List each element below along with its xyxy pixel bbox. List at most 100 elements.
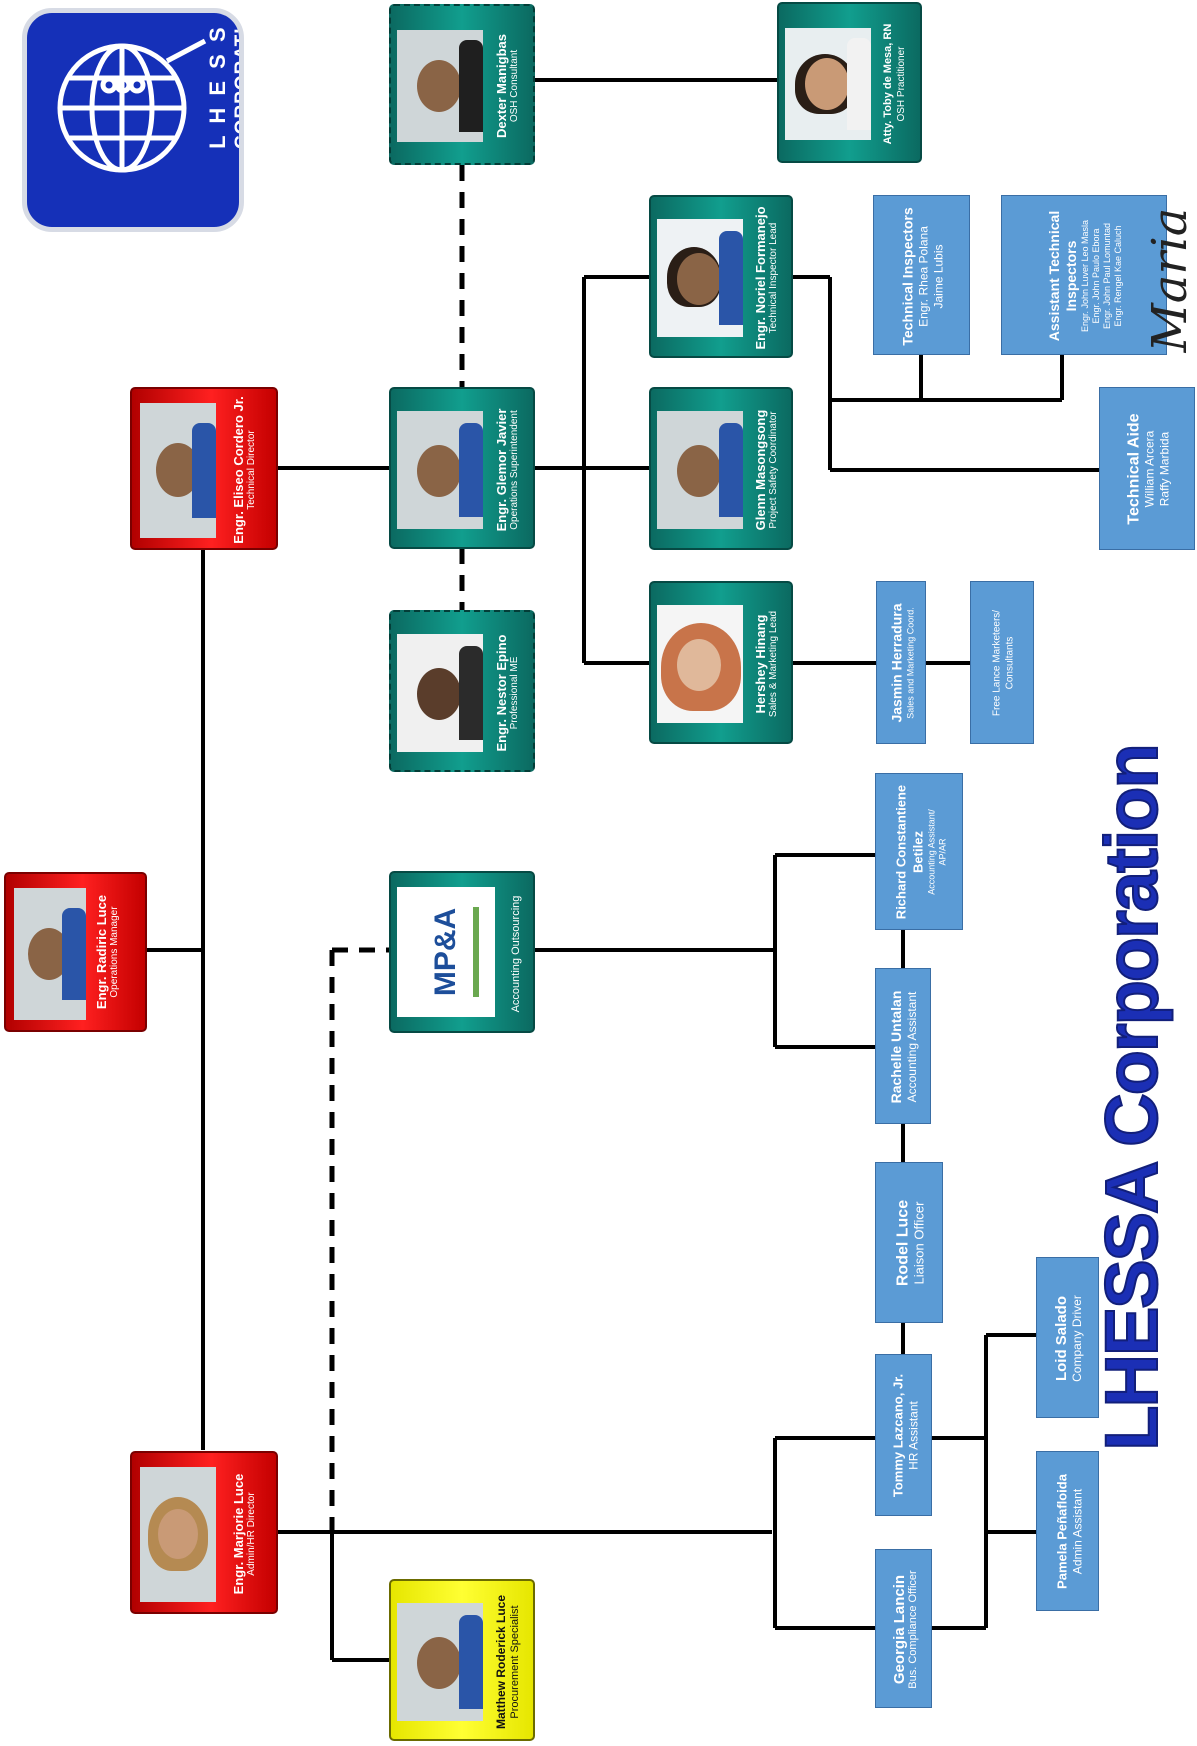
box-pamela-penafloida: Pamela Peñafloida Admin Assistant bbox=[1036, 1451, 1099, 1611]
card-professional-me: Engr. Nestor Epino Professional ME bbox=[389, 610, 535, 772]
photo bbox=[397, 1603, 483, 1721]
photo bbox=[657, 219, 743, 337]
person-name: Tommy Lazcano, Jr. bbox=[890, 1373, 905, 1498]
group-member: Engr. John Paul Lomuntad bbox=[1102, 222, 1112, 330]
card-operations-manager: Engr. Radiric Luce Operations Manager bbox=[4, 872, 147, 1032]
group-member: Engr. Rhea Polana bbox=[916, 226, 931, 327]
card-project-safety-coordinator: Glenn Masongsong Project Safety Coordina… bbox=[649, 387, 793, 550]
box-loid-salado: Loid Salado Company Driver bbox=[1036, 1257, 1099, 1418]
card-admin-hr-director: Engr. Marjorie Luce Admin/HR Director bbox=[130, 1451, 278, 1614]
card-sales-marketing-lead: Hershey Hinang Sales & Marketing Lead bbox=[649, 581, 793, 744]
box-technical-aide: Technical Aide William Arcera Raffy Marb… bbox=[1099, 387, 1195, 550]
box-technical-inspectors: Technical Inspectors Engr. Rhea Polana J… bbox=[873, 195, 970, 355]
person-role: OSH Consultant bbox=[508, 49, 520, 123]
person-role: OSH Practitioner bbox=[895, 46, 907, 122]
person-name: Georgia Lancin bbox=[890, 1574, 908, 1685]
signature: Maria bbox=[1142, 207, 1197, 353]
person-role: Accounting Outsourcing bbox=[510, 895, 522, 1013]
group-title: Free Lance Marketeers/ Consultants bbox=[991, 609, 1016, 717]
card-operations-superintendent: Engr. Glemor Javier Operations Superinte… bbox=[389, 387, 535, 549]
logo-letter: S bbox=[205, 51, 230, 69]
globe-icon bbox=[57, 38, 207, 173]
logo-letter: H bbox=[205, 104, 230, 124]
card-technical-inspector-lead: Engr. Noriel Formanejo Technical Inspect… bbox=[649, 195, 793, 358]
person-name: Rodel Luce bbox=[894, 1199, 912, 1287]
person-role: Admin Assistant bbox=[1070, 1488, 1084, 1575]
group-title: Assistant Technical Inspectors bbox=[1046, 210, 1079, 342]
box-richard-betilez: Richard Constantiene Betilez Accounting … bbox=[875, 773, 963, 930]
group-member: Engr. Rengel Kae Caluch bbox=[1113, 225, 1123, 327]
logo-letter: L bbox=[205, 132, 230, 149]
card-procurement-specialist: Matthew Roderick Luce Procurement Specia… bbox=[389, 1579, 535, 1741]
photo bbox=[397, 30, 483, 142]
photo bbox=[140, 403, 216, 538]
logo-letter: S bbox=[205, 24, 230, 43]
group-member: Engr. John Luver Leo Masla bbox=[1080, 219, 1090, 333]
group-member: William Arcera bbox=[1142, 430, 1156, 508]
person-name: Pamela Peñafloida bbox=[1054, 1474, 1069, 1589]
person-name: Rachelle Untalan bbox=[888, 990, 904, 1104]
person-role: Accounting Assistant/ AP/AR bbox=[926, 809, 948, 895]
group-member: Raffy Marbida bbox=[1157, 431, 1171, 507]
group-title: Technical Inspectors bbox=[899, 207, 916, 346]
person-role: Admin/HR Director bbox=[245, 1492, 257, 1576]
card-osh-practitioner: Atty. Toby de Mesa, RN OSH Practitioner bbox=[777, 2, 922, 163]
person-role: HR Assistant bbox=[906, 1401, 920, 1470]
company-title: LHESSA Corporation bbox=[1089, 744, 1174, 1451]
accounting-logo: MP&A bbox=[397, 887, 495, 1017]
card-accounting-outsourcing: MP&A Accounting Outsourcing bbox=[389, 871, 535, 1033]
box-jasmin-herradura: Jasmin Herradura Sales and Marketing Coo… bbox=[876, 581, 926, 744]
logo-word: CORPORATION bbox=[232, 8, 244, 150]
card-osh-consultant: Dexter Manigbas OSH Consultant bbox=[389, 4, 535, 165]
group-title: Technical Aide bbox=[1125, 413, 1142, 525]
person-role: Technical Inspector Lead bbox=[767, 222, 779, 334]
person-role: Sales & Marketing Lead bbox=[767, 610, 779, 718]
person-name: Jasmin Herradura bbox=[888, 603, 905, 723]
person-name: Matthew Roderick Luce bbox=[493, 1594, 508, 1730]
person-name: Engr. Glemor Javier bbox=[493, 408, 509, 532]
photo bbox=[657, 605, 743, 723]
group-member: Engr. John Paulo Ebora bbox=[1091, 228, 1101, 324]
box-rodel-luce: Rodel Luce Liaison Officer bbox=[875, 1162, 943, 1323]
card-technical-director: Engr. Eliseo Cordero Jr. Technical Direc… bbox=[130, 387, 278, 550]
photo bbox=[785, 28, 871, 140]
company-logo: L H E S S A CORPORATION bbox=[22, 8, 244, 232]
person-name: Dexter Manigbas bbox=[493, 33, 509, 139]
person-role: Company Driver bbox=[1069, 1295, 1084, 1382]
photo bbox=[14, 888, 86, 1020]
accounting-logo-text: MP&A bbox=[429, 907, 462, 997]
person-role: Accounting Assistant bbox=[905, 991, 919, 1103]
person-name: Engr. Marjorie Luce bbox=[230, 1473, 246, 1595]
person-name: Glenn Masongsong bbox=[752, 409, 768, 531]
person-role: Liaison Officer bbox=[911, 1201, 927, 1285]
person-role: Operations Superintendent bbox=[508, 410, 520, 530]
person-name: Engr. Radiric Luce bbox=[93, 894, 109, 1010]
person-role: Project Safety Coordinator bbox=[767, 411, 779, 529]
box-freelance-marketeers: Free Lance Marketeers/ Consultants bbox=[970, 581, 1034, 744]
person-name: Atty. Toby de Mesa, RN bbox=[881, 23, 894, 145]
person-name: Engr. Nestor Epino bbox=[493, 634, 509, 752]
person-role: Professional ME bbox=[508, 656, 520, 730]
person-name: Engr. Noriel Formanejo bbox=[752, 206, 768, 350]
person-role: Operations Manager bbox=[108, 906, 120, 998]
photo bbox=[397, 411, 483, 529]
person-role: Technical Director bbox=[245, 430, 257, 510]
person-role: Procurement Specialist bbox=[508, 1605, 521, 1719]
person-name: Engr. Eliseo Cordero Jr. bbox=[230, 396, 246, 544]
logo-letter: E bbox=[205, 77, 230, 96]
person-role: Bus. Compliance Officer bbox=[906, 1570, 919, 1689]
photo bbox=[140, 1467, 216, 1602]
person-name: Richard Constantiene Betilez bbox=[893, 784, 926, 920]
person-name: Hershey Hinang bbox=[752, 614, 768, 714]
photo bbox=[397, 634, 483, 752]
person-role: Sales and Marketing Coord. bbox=[905, 607, 916, 719]
box-tommy-lazcano: Tommy Lazcano, Jr. HR Assistant bbox=[875, 1354, 932, 1516]
box-assistant-technical-inspectors: Assistant Technical Inspectors Engr. Joh… bbox=[1001, 195, 1167, 355]
person-name: Loid Salado bbox=[1052, 1296, 1070, 1382]
group-member: Jaime Lubis bbox=[931, 244, 946, 309]
photo bbox=[657, 411, 743, 529]
box-georgia-lancin: Georgia Lancin Bus. Compliance Officer bbox=[875, 1549, 932, 1708]
box-rachelle-untalan: Rachelle Untalan Accounting Assistant bbox=[875, 968, 931, 1124]
